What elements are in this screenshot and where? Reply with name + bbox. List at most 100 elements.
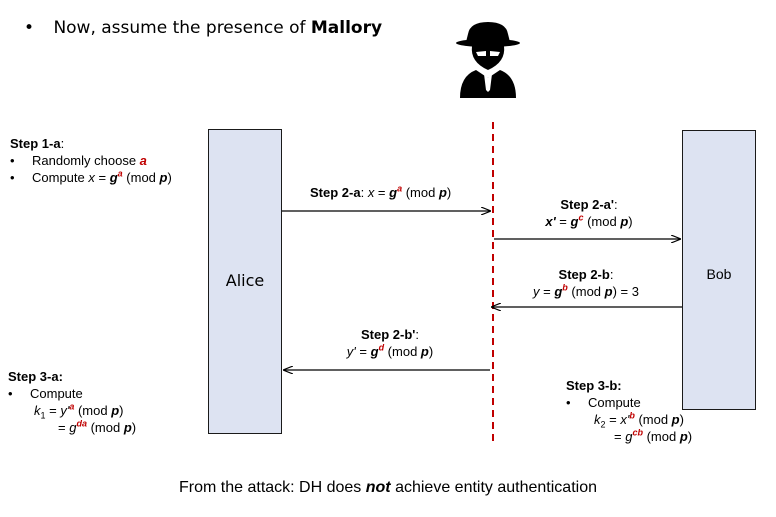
step-2b-prime-g: g (370, 344, 379, 359)
step-1a-colon: : (60, 136, 65, 151)
step-1a-x: x (88, 170, 95, 185)
step-3a-k-sub: 1 (40, 410, 46, 421)
footer-not: not (365, 479, 391, 496)
step-2b-mod: (mod (567, 284, 605, 299)
step-1a: Step 1-a: •Randomly choose a •Compute x … (10, 135, 172, 186)
step-3b-mod-2: (mod (642, 429, 680, 444)
step-3b-close: ) (679, 412, 684, 427)
step-2a-label: Step 2-a: x = ga (mod p) (310, 184, 451, 201)
step-2b-exp: b (562, 282, 568, 293)
step-1a-title: Step 1-a (10, 136, 61, 151)
step-2a-p: p (438, 185, 447, 200)
step-3a-k: k (34, 403, 41, 418)
step-1a-p: p (159, 170, 168, 185)
step-3b-k-sub: 2 (600, 419, 606, 430)
step-1a-line1: •Randomly choose a (10, 153, 147, 168)
step-2b-prime-exp: d (378, 342, 385, 353)
step-2b-eq: = (539, 284, 555, 299)
step-3b-compute: Compute (588, 395, 641, 410)
step-1a-mod: (mod (122, 170, 160, 185)
step-3b-eq: = (605, 412, 621, 427)
header-bullet: • (24, 18, 35, 38)
step-3b-k: k (594, 412, 601, 427)
step-2b-colon: : (609, 267, 614, 282)
step-3b-x: x' (620, 412, 630, 427)
step-2b-prime-title: Step 2-b' (361, 327, 416, 342)
step-2b-p: p (604, 284, 613, 299)
step-2a-exp: a (397, 183, 403, 194)
step-3b-p-2: p (679, 429, 688, 444)
step-2b-prime-p: p (420, 344, 429, 359)
step-3a-line2: = gda (mod p) (8, 419, 136, 436)
step-3b: Step 3-b: •Compute k2 = x'b (mod p) = gc… (566, 378, 693, 445)
step-2a-prime-title: Step 2-a' (560, 197, 615, 212)
step-3b-close-2: ) (687, 429, 693, 444)
step-2b-prime-mod: (mod (384, 344, 421, 359)
footer-suffix: achieve entity authentication (390, 479, 597, 496)
step-2a-close: ) (446, 185, 452, 200)
step-1a-eq: = (94, 170, 110, 185)
step-2a-prime-p: p (620, 214, 629, 229)
step-3a-g-exp: da (76, 418, 87, 429)
step-3b-g: g (625, 429, 633, 444)
step-2b-label: Step 2-b: y = gb (mod p) = 3 (516, 266, 656, 300)
step-3a: Step 3-a: •Compute k1 = y'a (mod p) = gd… (8, 369, 137, 436)
bob-box: Bob (682, 130, 756, 410)
step-1a-exp: a (117, 168, 123, 179)
step-2b-prime-close: ) (428, 344, 434, 359)
step-2a-prime-exp: c (578, 212, 584, 223)
step-3b-line2: = gcb (mod p) (566, 428, 692, 445)
step-1a-var-a: a (139, 153, 147, 168)
step-3a-eq: = (45, 403, 61, 418)
step-3b-title: Step 3-b: (566, 378, 622, 393)
step-2b-prime-y: y' (346, 344, 356, 359)
step-1a-line2-text: Compute (32, 170, 89, 185)
step-2b-title: Step 2-b (558, 267, 610, 282)
step-2a-colon: : (360, 185, 368, 200)
step-1a-line2: •Compute x = ga (mod p) (10, 168, 172, 185)
step-3a-line1: k1 = y'a (mod p) (8, 401, 136, 421)
step-2a-x: x (367, 185, 375, 200)
step-3a-close-2: ) (131, 420, 137, 435)
step-3a-g: g (69, 420, 77, 435)
bob-label: Bob (706, 266, 732, 282)
step-3a-p-2: p (123, 420, 132, 435)
step-2a-prime-x: x' (545, 214, 556, 229)
step-2a-mod: (mod (402, 185, 439, 200)
step-3a-mod-2: (mod (86, 420, 124, 435)
step-2a-g: g (389, 185, 398, 200)
step-1a-close: ) (167, 170, 172, 185)
step-2a-prime-label: Step 2-a': x' = gc (mod p) (534, 196, 644, 230)
step-2b-prime-colon: : (415, 327, 419, 342)
header-text: Now, assume the presence of (53, 18, 311, 38)
step-2b-close: ) = 3 (612, 284, 639, 299)
step-3a-close: ) (119, 403, 124, 418)
step-3b-x-exp: b (629, 410, 635, 421)
step-3a-y-exp: a (69, 401, 75, 412)
header-line: • Now, assume the presence of Mallory (24, 16, 382, 40)
alice-box: Alice (208, 129, 282, 434)
header-mallory: Mallory (310, 18, 383, 38)
step-3b-p: p (671, 412, 680, 427)
step-3a-y: y' (60, 403, 70, 418)
step-2a-prime-colon: : (614, 197, 618, 212)
alice-label: Alice (225, 271, 265, 290)
step-3b-g-exp: cb (632, 427, 643, 438)
footer-prefix: From the attack: DH does (179, 479, 366, 496)
step-2a-prime-close: ) (628, 214, 633, 229)
step-3b-mod: (mod (634, 412, 672, 427)
step-2b-y: y (533, 284, 540, 299)
step-1a-g: g (109, 170, 118, 185)
step-2a-title: Step 2-a (310, 185, 361, 200)
step-2b-prime-eq: = (355, 344, 371, 359)
step-2b-prime-label: Step 2-b': y' = gd (mod p) (330, 326, 450, 360)
step-2a-prime-g: g (570, 214, 579, 229)
step-3b-line1: k2 = x'b (mod p) (566, 410, 692, 430)
step-3a-mod: (mod (74, 403, 112, 418)
spy-icon (456, 22, 520, 98)
step-2a-prime-mod: (mod (583, 214, 621, 229)
footer-conclusion: From the attack: DH does not achieve ent… (0, 478, 776, 498)
step-3a-title: Step 3-a: (8, 369, 63, 384)
step-1a-line1-text: Randomly choose (32, 153, 140, 168)
